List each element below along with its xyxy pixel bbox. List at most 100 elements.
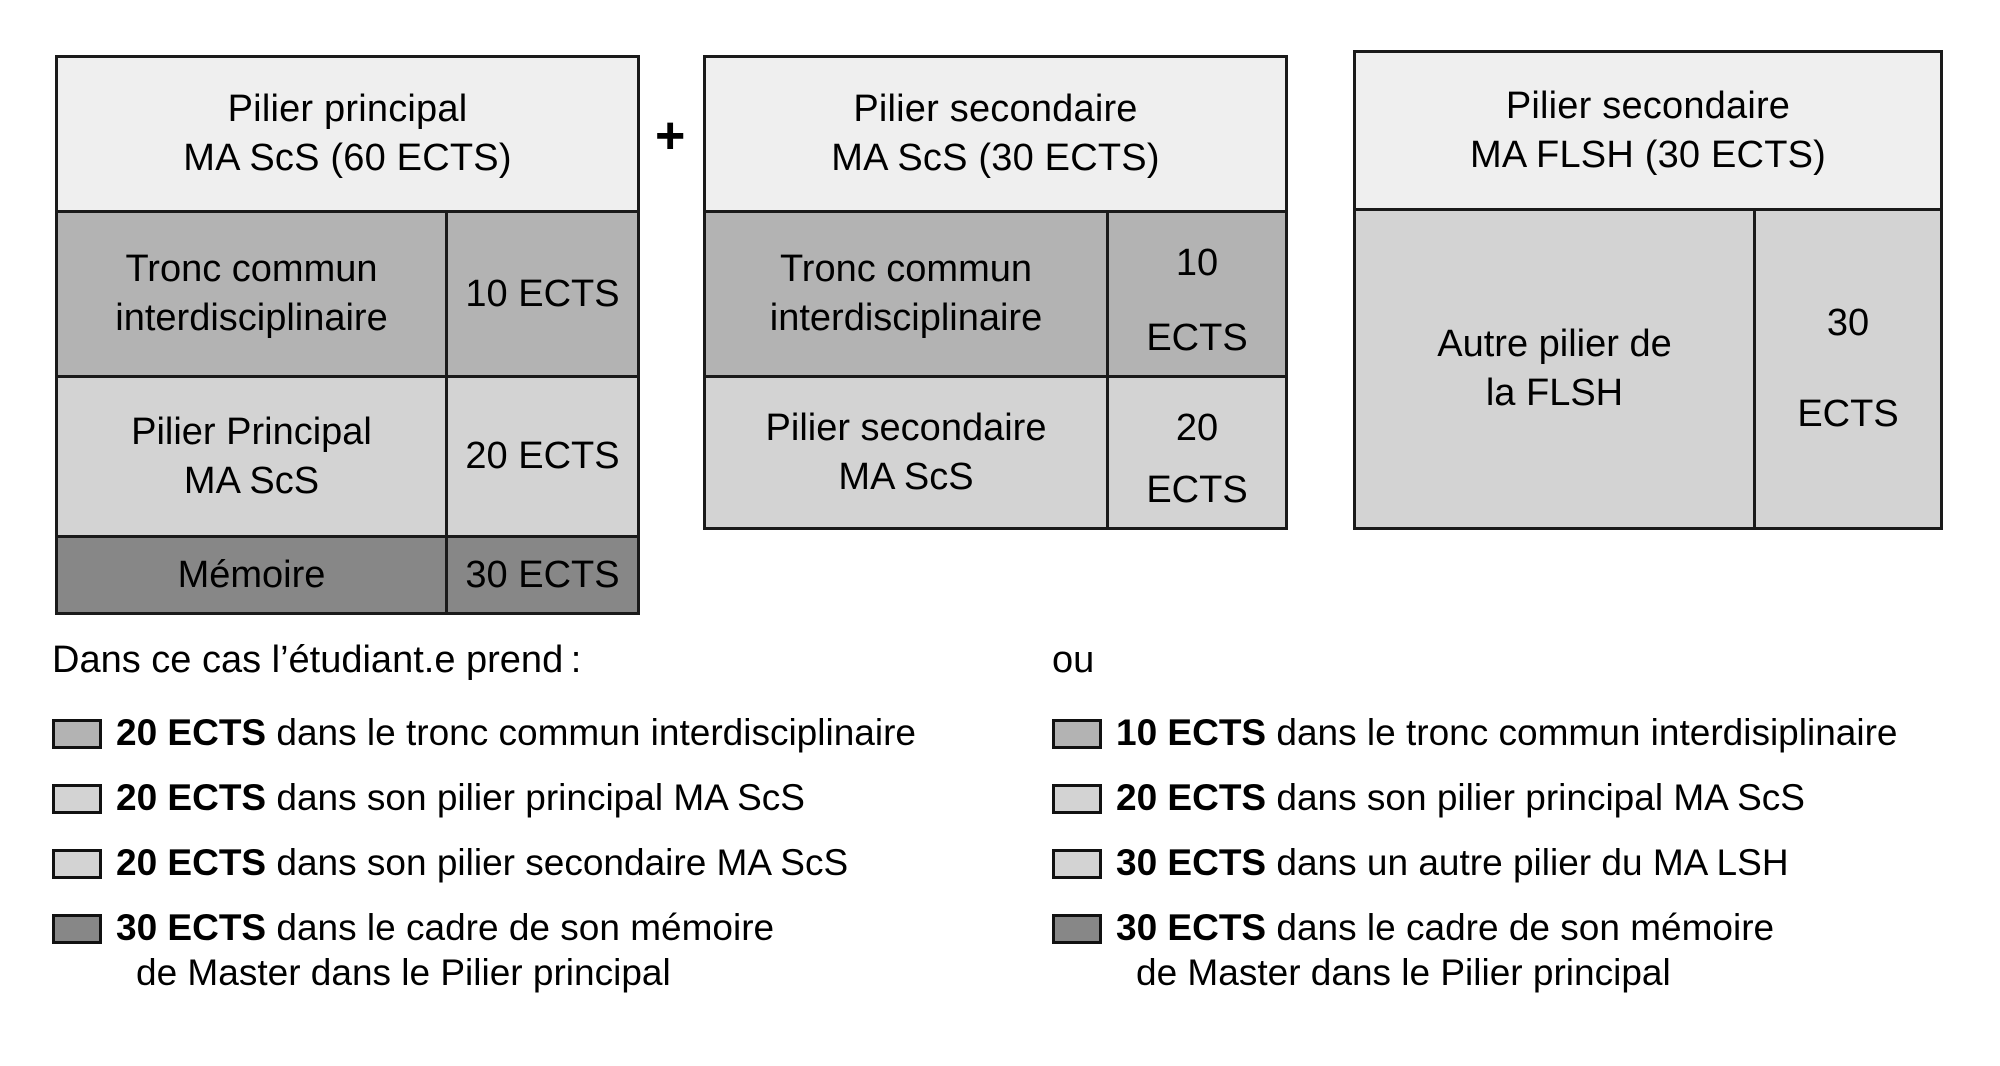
pillar-main-row-tronc-commun-value: 10 ECTS — [448, 213, 637, 375]
legend-item: 20 ECTS dans son pilier principal MA ScS — [1052, 775, 2000, 820]
value-text: 20 ECTS — [465, 435, 620, 478]
legend-item-second-line: de Master dans le Pilier principal — [136, 952, 671, 994]
pillar-secondary-scs-header-line2: MA ScS (30 ECTS) — [831, 137, 1160, 179]
legend-item-second-line: de Master dans le Pilier principal — [1136, 952, 1671, 994]
legend-item-amount: 20 ECTS — [116, 776, 267, 818]
value-unit: ECTS — [1146, 469, 1248, 512]
pillar-secondary-flsh-row-autre-pilier: Autre pilier de la FLSH 30 ECTS — [1356, 211, 1940, 527]
pillar-secondary-flsh-row-autre-pilier-label: Autre pilier de la FLSH — [1356, 211, 1756, 527]
label-line2: la FLSH — [1485, 372, 1624, 414]
label-line1: Tronc commun — [780, 248, 1032, 291]
legend-column-right: ou 10 ECTS dans le tronc commun interdis… — [1052, 639, 2000, 1015]
legend-item-amount: 10 ECTS — [1116, 711, 1267, 753]
legend-item-amount: 30 ECTS — [116, 907, 267, 949]
legend-item-description: dans son pilier principal MA ScS — [266, 776, 805, 818]
legend-item-amount: 20 ECTS — [1116, 776, 1267, 818]
legend-item-description: dans son pilier secondaire MA ScS — [266, 842, 849, 884]
pillar-secondary-scs-header: Pilier secondaire MA ScS (30 ECTS) — [706, 58, 1285, 213]
pillar-main-header-line1: Pilier principal — [227, 88, 468, 131]
legend-item: 30 ECTS dans un autre pilier du MA LSH — [1052, 840, 2000, 885]
legend-item-amount: 30 ECTS — [1116, 842, 1267, 884]
legend-item: 20 ECTS dans son pilier secondaire MA Sc… — [52, 840, 1032, 885]
label-line1: Mémoire — [177, 553, 326, 596]
pillar-secondary-scs-row-tronc-commun-label: Tronc commun interdisciplinaire — [706, 213, 1109, 375]
legend-item-text: 20 ECTS dans son pilier secondaire MA Sc… — [116, 840, 848, 885]
pillar-secondary-scs-row-pilier-secondaire: Pilier secondaire MA ScS 20 ECTS — [706, 378, 1285, 527]
pillar-main-header-line2: MA ScS (60 ECTS) — [183, 137, 512, 179]
legend-item: 10 ECTS dans le tronc commun interdisipl… — [1052, 710, 2000, 755]
legend-right-intro: ou — [1052, 639, 1095, 681]
legend-item: 20 ECTS dans le tronc commun interdiscip… — [52, 710, 1032, 755]
legend-swatch-icon — [52, 783, 102, 814]
plus-icon: + — [655, 110, 685, 162]
legend-swatch-icon — [52, 849, 102, 880]
pillar-secondary-flsh-header: Pilier secondaire MA FLSH (30 ECTS) — [1356, 53, 1940, 211]
legend-item-description: dans un autre pilier du MA LSH — [1266, 842, 1789, 884]
legend-item-text: 20 ECTS dans son pilier principal MA ScS — [1116, 775, 1805, 820]
legend-item-amount: 30 ECTS — [1116, 907, 1267, 949]
legend-item-description: dans le tronc commun interdisciplinaire — [266, 711, 916, 753]
label-line2: MA ScS — [838, 455, 974, 498]
pillar-secondary-scs-row-pilier-secondaire-value: 20 ECTS — [1109, 378, 1285, 527]
pillar-main-row-tronc-commun-label: Tronc commun interdisciplinaire — [58, 213, 448, 375]
value-unit: ECTS — [1146, 317, 1248, 360]
pillar-main-row-memoire: Mémoire 30 ECTS — [58, 538, 637, 612]
legend-item-text: 30 ECTS dans un autre pilier du MA LSH — [1116, 840, 1789, 885]
legend: Dans ce cas l’étudiant.e prend : 20 ECTS… — [0, 639, 2000, 1066]
value-text: 10 ECTS — [465, 272, 620, 315]
label-line2: interdisciplinaire — [115, 297, 388, 339]
value-number: 20 — [1175, 407, 1219, 449]
legend-item-text: 20 ECTS dans son pilier principal MA ScS — [116, 775, 805, 820]
label-line1: Tronc commun — [125, 248, 378, 291]
pillar-main-row-memoire-value: 30 ECTS — [448, 538, 637, 612]
plus-symbol: + — [655, 107, 686, 165]
pillar-secondary-scs-row-tronc-commun: Tronc commun interdisciplinaire 10 ECTS — [706, 213, 1285, 378]
pillar-secondary-flsh-header-line2: MA FLSH (30 ECTS) — [1469, 133, 1827, 176]
pillar-secondary-scs: Pilier secondaire MA ScS (30 ECTS) Tronc… — [703, 55, 1288, 530]
legend-column-left: Dans ce cas l’étudiant.e prend : 20 ECTS… — [52, 639, 1032, 1015]
pillar-main-row-pilier-principal-value: 20 ECTS — [448, 378, 637, 535]
legend-item-description: dans le cadre de son mémoire — [1266, 907, 1775, 949]
legend-swatch-icon — [1052, 783, 1102, 814]
pillar-secondary-scs-row-pilier-secondaire-label: Pilier secondaire MA ScS — [706, 378, 1109, 527]
value-text: 30 ECTS — [465, 553, 620, 596]
legend-swatch-icon — [52, 914, 102, 945]
label-line1: Pilier secondaire — [765, 406, 1047, 449]
pillar-main-row-pilier-principal: Pilier Principal MA ScS 20 ECTS — [58, 378, 637, 538]
pillar-secondary-scs-header-line1: Pilier secondaire — [853, 88, 1138, 131]
label-line2: MA ScS — [183, 459, 320, 502]
legend-item-text: 10 ECTS dans le tronc commun interdisipl… — [1116, 710, 1897, 755]
pillar-main-row-pilier-principal-label: Pilier Principal MA ScS — [58, 378, 448, 535]
legend-item-description: dans le tronc commun interdisiplinaire — [1266, 711, 1898, 753]
legend-swatch-icon — [1052, 849, 1102, 880]
legend-left-intro: Dans ce cas l’étudiant.e prend : — [52, 639, 582, 681]
legend-item-amount: 20 ECTS — [116, 842, 267, 884]
legend-item-text: 20 ECTS dans le tronc commun interdiscip… — [116, 710, 916, 755]
pillar-secondary-flsh-header-line1: Pilier secondaire — [1505, 84, 1791, 127]
pillar-secondary-scs-row-tronc-commun-value: 10 ECTS — [1109, 213, 1285, 375]
pillar-secondary-flsh: Pilier secondaire MA FLSH (30 ECTS) Autr… — [1353, 50, 1943, 530]
label-line1: Autre pilier de — [1437, 323, 1672, 366]
legend-swatch-icon — [1052, 914, 1102, 945]
value-number: 10 — [1175, 242, 1219, 284]
label-line1: Pilier Principal — [131, 410, 372, 453]
pillar-main: Pilier principal MA ScS (60 ECTS) Tronc … — [55, 55, 640, 615]
legend-item-amount: 20 ECTS — [116, 711, 267, 753]
ects-structure-diagram: Pilier principal MA ScS (60 ECTS) Tronc … — [55, 50, 1943, 615]
value-unit: ECTS — [1797, 393, 1899, 435]
legend-item-description: dans son pilier principal MA ScS — [1266, 776, 1805, 818]
pillar-main-header: Pilier principal MA ScS (60 ECTS) — [58, 58, 637, 213]
legend-item: 20 ECTS dans son pilier principal MA ScS — [52, 775, 1032, 820]
legend-item-description: dans le cadre de son mémoire — [266, 907, 775, 949]
label-line2: interdisciplinaire — [769, 297, 1043, 339]
pillar-secondary-flsh-row-autre-pilier-value: 30 ECTS — [1756, 211, 1940, 527]
legend-swatch-icon — [1052, 718, 1102, 749]
pillar-main-row-tronc-commun: Tronc commun interdisciplinaire 10 ECTS — [58, 213, 637, 378]
pillar-main-row-memoire-label: Mémoire — [58, 538, 448, 612]
legend-swatch-icon — [52, 718, 102, 749]
value-number: 30 — [1826, 302, 1870, 345]
